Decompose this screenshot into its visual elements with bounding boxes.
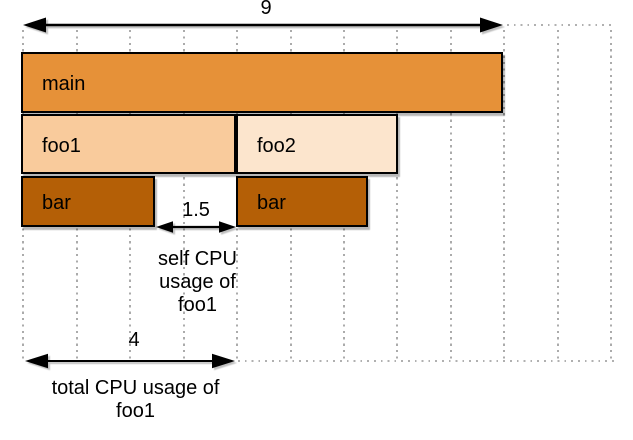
frame-bar-left-label: bar (42, 192, 71, 214)
frame-foo2-label: foo2 (257, 134, 296, 157)
frame-main: main (21, 52, 503, 113)
total-cpu-caption: total CPU usage of foo1 (30, 377, 241, 423)
total-cpu-caption-line2: foo1 (116, 400, 155, 422)
self-cpu-caption-line2: usage of (159, 271, 236, 293)
self-cpu-arrow (156, 221, 236, 233)
frame-foo1-label: foo1 (42, 134, 81, 157)
frame-foo1: foo1 (21, 114, 236, 174)
top-guide-dotted-line (507, 24, 615, 26)
gridline (396, 30, 398, 360)
self-cpu-caption-line1: self CPU (158, 248, 237, 270)
frame-main-label: main (42, 73, 86, 95)
gridline (503, 30, 505, 360)
frame-bar-right: bar (236, 176, 368, 227)
frame-foo2: foo2 (236, 114, 398, 174)
self-cpu-caption: self CPU usage of foo1 (137, 248, 258, 317)
gridline (610, 30, 612, 360)
self-cpu-caption-line3: foo1 (178, 294, 217, 316)
gridline (450, 30, 452, 360)
total-width-value: 9 (260, 0, 272, 19)
frame-bar-left: bar (21, 176, 155, 227)
total-cpu-value: 4 (128, 329, 140, 351)
bottom-guide-dotted-line (238, 360, 615, 362)
frame-bar-right-label: bar (257, 192, 286, 214)
gridline (557, 30, 559, 360)
self-cpu-value: 1.5 (182, 199, 210, 221)
gridline (183, 30, 185, 360)
total-cpu-caption-line1: total CPU usage of (51, 377, 220, 399)
